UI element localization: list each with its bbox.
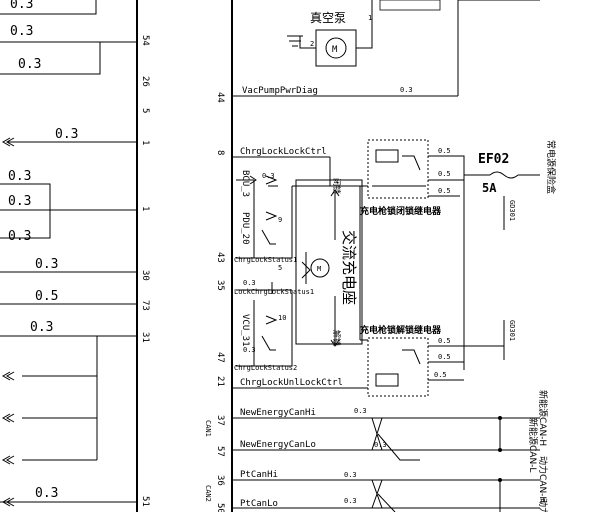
- left-wire-value: 0.3: [8, 169, 31, 184]
- actuator-lock: 闭锁: [332, 178, 342, 194]
- vacuum-pump-group: M 真空泵 2 1 VacPumpPwrDiag 0.3: [232, 0, 459, 97]
- module-label: VCU_31: [240, 314, 250, 347]
- connector-pin: 44: [215, 92, 225, 103]
- fuse-rating: 5A: [482, 181, 497, 195]
- left-wire-value: 0.3: [10, 24, 33, 39]
- wire-value: 0.5: [438, 337, 451, 345]
- connector-pin: 30: [140, 270, 150, 281]
- wire-value: 0.3: [243, 279, 256, 287]
- wire-value: 0.3: [354, 407, 367, 415]
- connector-pin: 31: [140, 332, 150, 343]
- left-wire-value: 0.5: [35, 289, 58, 304]
- connector-pin: 50: [215, 503, 225, 512]
- connector-pin: 1: [140, 206, 150, 211]
- connector-pin: 1: [140, 140, 150, 145]
- wire-value: 0.5: [434, 371, 447, 379]
- connector-pin: 5: [140, 108, 150, 113]
- svg-text:1: 1: [368, 14, 372, 22]
- wire-value: 0.5: [438, 147, 451, 155]
- wire-value: 0.3: [400, 86, 413, 94]
- actuator-title: 交流充电座: [340, 230, 358, 305]
- signal-label: NewEnergyCanLo: [240, 440, 316, 450]
- signal-label: PtCanHi: [240, 470, 278, 480]
- lock-relay-group: EF02 5A 充电枪锁闭锁继电器 0.5 0.5 0.5 GD301: [360, 139, 540, 370]
- signal-label: VacPumpPwrDiag: [242, 86, 318, 96]
- left-wire-value: 0.3: [10, 0, 33, 12]
- connector-pin: 51: [140, 496, 150, 507]
- wire-value: 0.3: [344, 497, 357, 505]
- connector-pin: 54: [140, 35, 150, 46]
- connector-pin: 26: [140, 76, 150, 87]
- left-wire-value: 0.3: [35, 257, 58, 272]
- motor-symbol: M: [332, 45, 338, 55]
- charge-lock-group: ChrgLockLockCtrl BCU_3 PDU_20 VCU_31 9 5…: [232, 147, 363, 372]
- wire-value: 0.5: [438, 187, 451, 195]
- small-label: ChrgLockStatus1: [234, 256, 297, 264]
- left-wire-value: 0.3: [30, 320, 53, 335]
- motor-symbol: M: [317, 265, 321, 273]
- connector-pin: 73: [140, 300, 150, 311]
- signal-label: PtCanLo: [240, 499, 278, 509]
- connector-pin: 35: [215, 280, 225, 291]
- can-bus-group: NewEnergyCanHi NewEnergyCanLo PtCanHi Pt…: [232, 407, 540, 512]
- module-label: PDU_20: [240, 212, 250, 245]
- right-edge-label: 新能源CAN-H: [537, 390, 549, 446]
- signal-label: NewEnergyCanHi: [240, 408, 316, 418]
- left-wire-value: 0.3: [18, 57, 41, 72]
- fuse-name: EF02: [478, 152, 509, 167]
- connector-pin: 47: [215, 352, 225, 363]
- ground-label: GD301: [508, 200, 516, 221]
- right-edge-labels: 常电源保险盒 新能源CAN-H 新能源CAN-L 动力CAN-H 动力: [458, 0, 557, 512]
- vacuum-pump-label: 真空泵: [310, 11, 346, 25]
- left-wiring-section: 0.3 0.3 0.3 0.3 0.3 0.3 0.3 0.3 0.5 0.3 …: [0, 0, 150, 512]
- center-connector: 44 8 43 35 47 21 37 57 36 50 CAN1 CAN2: [204, 0, 233, 512]
- connector-pin: 8: [215, 150, 225, 155]
- connector-pin: 37: [215, 415, 225, 426]
- right-edge-label: 动力: [537, 498, 549, 512]
- left-wire-value: 0.3: [8, 194, 31, 209]
- actuator-unlock: 解锁: [332, 330, 342, 346]
- relay-label: 充电枪锁闭锁继电器: [360, 205, 442, 217]
- signal-label: ChrgLockLockCtrl: [240, 147, 327, 157]
- connector-pin: 43: [215, 252, 225, 263]
- small-label: ChrgLockStatus2: [234, 364, 297, 372]
- wire-value: 0.3: [243, 346, 256, 354]
- wire-value: 0.3: [344, 471, 357, 479]
- right-top-label: 常电源保险盒: [545, 140, 557, 194]
- module-pin: 5: [278, 264, 282, 272]
- ground-label: GD301: [508, 320, 516, 341]
- signal-label: ChrgLockUnlLockCtrl: [240, 378, 343, 388]
- connector-pin: 57: [215, 446, 225, 457]
- left-wire-value: 0.3: [55, 127, 78, 142]
- svg-text:2: 2: [310, 40, 314, 48]
- wire-value: 0.5: [438, 353, 451, 361]
- relay-label: 充电枪锁解锁继电器: [360, 324, 442, 336]
- wire-value: 0.3: [262, 172, 275, 180]
- left-wire-value: 0.3: [35, 486, 58, 501]
- bus-label: CAN2: [204, 485, 212, 502]
- connector-pin: 36: [215, 475, 225, 486]
- module-pin: 9: [278, 216, 282, 224]
- small-label: LockChrgLockStatus1: [234, 288, 314, 296]
- module-label: BCU_3: [240, 170, 250, 197]
- wire-value: 0.5: [438, 170, 451, 178]
- left-wire-value: 0.3: [8, 229, 31, 244]
- connector-pin: 21: [215, 376, 225, 387]
- right-edge-label: 新能源CAN-L: [527, 418, 539, 472]
- bus-label: CAN1: [204, 420, 212, 437]
- right-edge-label: 动力CAN-H: [537, 456, 549, 503]
- module-pin: 10: [278, 314, 286, 322]
- unlock-relay-group: 充电枪锁解锁继电器 0.5 0.5 0.5 GD301 ChrgLockUnlL…: [232, 320, 516, 397]
